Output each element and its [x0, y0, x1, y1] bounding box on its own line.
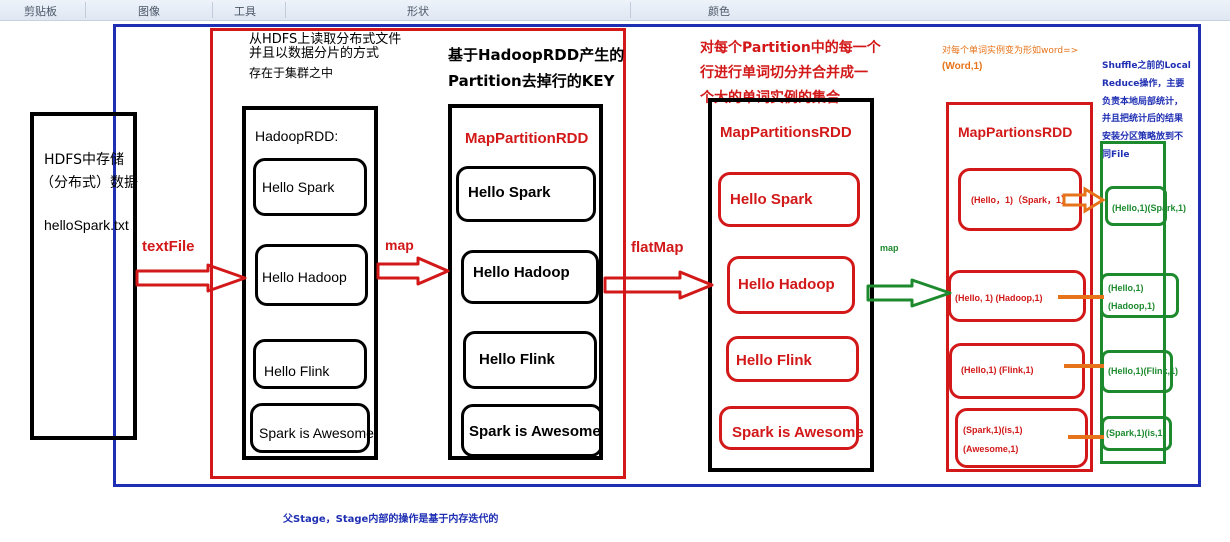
pair-text: (Hello, 1) (Hadoop,1)	[955, 293, 1043, 303]
partition-box	[718, 172, 860, 227]
partition-box	[463, 331, 597, 389]
toolbar-ribbon: 剪贴板 图像 工具 形状 颜色	[0, 0, 1230, 21]
map-partitions-note: 对每个Partition中的每一个	[700, 40, 881, 56]
map-partions-note: (Word,1)	[942, 61, 983, 72]
partition-text: Spark is Awesome	[732, 424, 864, 441]
pair-text: (Awesome,1)	[963, 444, 1019, 454]
op-map-label: map	[385, 237, 414, 253]
partition-box	[255, 244, 368, 306]
partition-text: Hello Spark	[730, 191, 813, 208]
hdfs-label-line2: （分布式）数据	[40, 175, 138, 191]
ribbon-separator	[85, 2, 86, 18]
ribbon-group-tools[interactable]: 工具	[234, 5, 256, 18]
partition-box	[726, 336, 859, 382]
read-stage-frame	[210, 28, 626, 479]
ribbon-group-clipboard[interactable]: 剪贴板	[24, 5, 57, 18]
pair-text: (Hello，1)（Spark，1）	[971, 195, 1071, 205]
arrow-map	[376, 256, 450, 286]
map-partitions-note: 行进行单词切分并合并成一	[700, 65, 868, 81]
shuffle-note: Shuffle之前的Local	[1102, 61, 1191, 71]
partition-text: Hello Flink	[479, 351, 555, 368]
shuffle-note: 负责本地局部统计，	[1102, 97, 1184, 107]
reduce-text: (Spark,1)(is,1)	[1106, 428, 1166, 438]
map-partition-rdd-box	[448, 104, 603, 460]
ribbon-separator	[285, 2, 286, 18]
stage-boundary	[113, 24, 1201, 487]
pair-box	[958, 168, 1082, 231]
hadoop-rdd-note: 存在于集群之中	[249, 66, 334, 80]
partition-text: Spark is Awesome	[469, 423, 601, 440]
hdfs-file-name: helloSpark.txt	[44, 217, 129, 233]
reduce-text: (Hadoop,1)	[1108, 301, 1155, 311]
partition-box	[253, 158, 367, 216]
hadoop-rdd-box	[242, 106, 378, 460]
map-partions-note: 对每个单词实例变为形如word=>	[942, 46, 1079, 56]
hadoop-rdd-note: 并且以数据分片的方式	[249, 46, 380, 61]
partition-text: Spark is Awesome	[259, 425, 374, 441]
partition-text: Hello Flink	[736, 352, 812, 369]
partition-box	[719, 406, 859, 450]
hadoop-rdd-note: 从HDFS上读取分布式文件	[249, 32, 402, 47]
op-textfile-label: textFile	[142, 238, 195, 255]
shuffle-note: 同File	[1102, 150, 1130, 160]
arrow-local-reduce	[1062, 186, 1106, 214]
ribbon-separator	[630, 2, 631, 18]
reduce-box	[1101, 350, 1173, 393]
pair-text: (Spark,1)(is,1)	[963, 425, 1023, 435]
reduce-box	[1105, 186, 1167, 226]
shuffle-note: Reduce操作，主要	[1102, 79, 1185, 89]
partition-box	[461, 250, 599, 304]
hdfs-label-line1: HDFS中存储	[44, 152, 125, 168]
partition-text: Hello Hadoop	[262, 269, 347, 285]
ribbon-group-image[interactable]: 图像	[138, 5, 160, 18]
map-partition-note: Partition去掉行的KEY	[448, 72, 615, 90]
partition-text: Hello Flink	[264, 363, 330, 379]
arrow-flatmap	[603, 270, 714, 300]
map-partition-note: 基于HadoopRDD产生的	[448, 46, 625, 64]
partition-box	[461, 404, 603, 457]
pair-text: (Hello,1) (Flink,1)	[961, 365, 1034, 375]
map-partitions-rdd-title: MapPartitionsRDD	[720, 124, 852, 141]
reduce-text: (Hello,1)(Spark,1)	[1112, 203, 1187, 213]
shuffle-note: 安装分区策略放到不	[1102, 132, 1184, 142]
pair-box	[949, 343, 1085, 399]
arrow-map-green	[866, 278, 952, 308]
hadoop-rdd-title: HadoopRDD:	[255, 128, 339, 144]
arrow-textfile	[135, 263, 247, 293]
stage-footer-note: 父Stage，Stage内部的操作是基于内存迭代的	[283, 514, 499, 525]
partition-text: Hello Hadoop	[738, 276, 835, 293]
shuffle-note: 并且把统计后的结果	[1102, 114, 1184, 124]
map-partions-rdd-box	[946, 102, 1093, 472]
partition-text: Hello Spark	[262, 179, 335, 195]
partition-box	[456, 166, 596, 222]
ribbon-group-colors[interactable]: 颜色	[708, 5, 730, 18]
reduce-text: (Hello,1)	[1108, 283, 1144, 293]
hdfs-storage-box	[30, 112, 137, 440]
ribbon-separator	[212, 2, 213, 18]
map-partition-rdd-title: MapPartitionRDD	[465, 130, 589, 147]
ribbon-group-shapes[interactable]: 形状	[407, 5, 429, 18]
reduce-box	[1101, 416, 1172, 451]
partition-box	[253, 339, 367, 389]
map-partions-rdd-title: MapPartionsRDD	[958, 124, 1073, 140]
partition-text: Hello Hadoop	[473, 264, 570, 281]
op-flatmap-label: flatMap	[631, 239, 684, 256]
reduce-text: (Hello,1)(Flink,1)	[1108, 366, 1179, 376]
partition-box	[250, 403, 370, 453]
partition-box	[727, 256, 855, 314]
op-map-label: map	[880, 243, 899, 253]
partition-text: Hello Spark	[468, 184, 551, 201]
